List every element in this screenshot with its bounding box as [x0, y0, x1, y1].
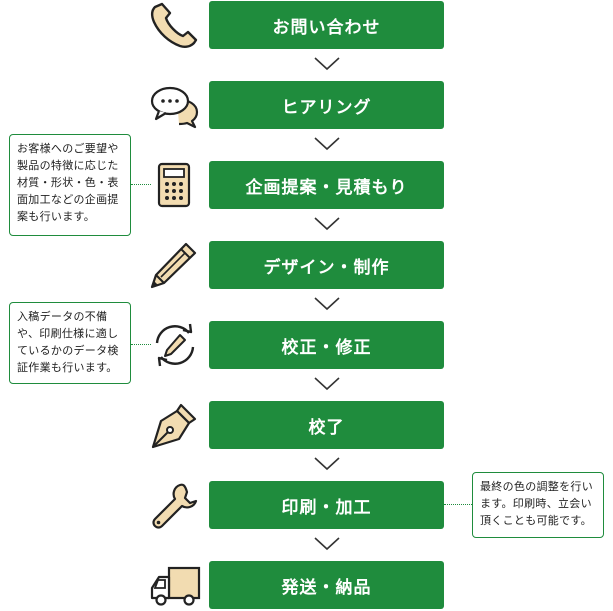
- truck-icon: [147, 561, 203, 609]
- step-final-proof: 校了: [209, 401, 444, 449]
- step-label: お問い合わせ: [272, 17, 381, 38]
- step-label: ヒアリング: [281, 97, 372, 118]
- chevron-down-icon: [313, 536, 341, 552]
- chevron-down-icon: [313, 136, 341, 152]
- note-planning: お客様へのご要望や製品の特徴に応じた材質・形状・色・表面加工などの企画提案も行い…: [9, 134, 131, 236]
- connector-printing: [444, 504, 472, 505]
- step-label: デザイン・制作: [263, 257, 390, 278]
- note-proofing: 入稿データの不備や、印刷仕様に適しているかのデータ検証作業も行います。: [9, 302, 131, 384]
- chevron-down-icon: [313, 376, 341, 392]
- step-proposal: 企画提案・見積もり: [209, 161, 444, 209]
- chevron-down-icon: [313, 456, 341, 472]
- step-proofing: 校正・修正: [209, 321, 444, 369]
- step-label: 印刷・加工: [281, 497, 372, 518]
- step-delivery: 発送・納品: [209, 561, 444, 609]
- pencil-icon: [147, 241, 203, 289]
- step-printing: 印刷・加工: [209, 481, 444, 529]
- phone-icon: [147, 1, 203, 49]
- step-hearing: ヒアリング: [209, 81, 444, 129]
- note-printing: 最終の色の調整を行います。印刷時、立会い頂くことも可能です。: [472, 472, 604, 538]
- connector-proofing: [131, 344, 151, 345]
- note-planning-text: お客様へのご要望や製品の特徴に応じた材質・形状・色・表面加工などの企画提案も行い…: [17, 142, 119, 223]
- connector-planning: [131, 184, 151, 185]
- speech-bubbles-icon: [147, 81, 203, 129]
- step-label: 発送・納品: [281, 577, 372, 598]
- fountain-pen-icon: [147, 401, 203, 449]
- chevron-down-icon: [313, 296, 341, 312]
- step-label: 校正・修正: [281, 337, 372, 358]
- wrench-icon: [147, 481, 203, 529]
- chevron-down-icon: [313, 216, 341, 232]
- calculator-icon: [147, 161, 203, 209]
- step-label: 企画提案・見積もり: [245, 177, 408, 198]
- note-proofing-text: 入稿データの不備や、印刷仕様に適しているかのデータ検証作業も行います。: [17, 310, 119, 374]
- note-printing-text: 最終の色の調整を行います。印刷時、立会い頂くことも可能です。: [480, 480, 593, 527]
- step-label: 校了: [308, 417, 345, 438]
- step-inquiry: お問い合わせ: [209, 1, 444, 49]
- chevron-down-icon: [313, 56, 341, 72]
- step-design: デザイン・制作: [209, 241, 444, 289]
- refresh-pen-icon: [147, 321, 203, 369]
